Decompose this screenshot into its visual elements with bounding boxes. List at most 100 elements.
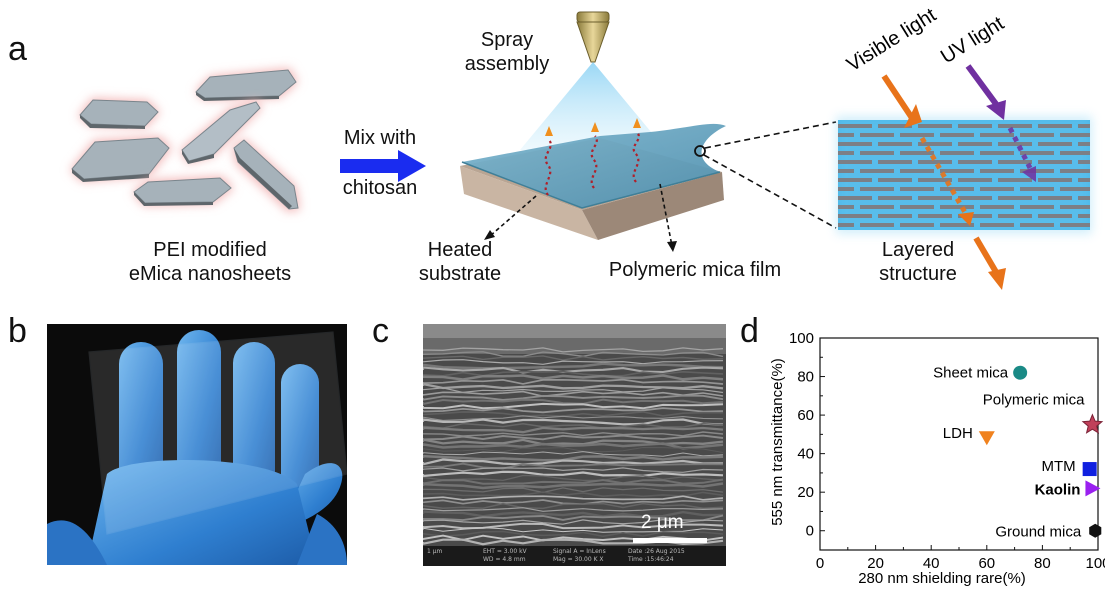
film-label: Polymeric mica film	[608, 259, 782, 281]
mica-layer	[958, 124, 992, 128]
mica-layer	[1020, 151, 1054, 155]
mix-label: Mix with chitosan	[342, 127, 418, 199]
mica-layer	[1060, 169, 1090, 173]
mica-layer	[980, 205, 1014, 209]
mica-layer	[918, 124, 952, 128]
sem-lamella	[423, 502, 724, 510]
sem-lamella	[423, 446, 724, 453]
sem-lamella	[423, 359, 724, 365]
x-tick-label: 100	[1085, 555, 1105, 572]
mica-layer	[980, 151, 1014, 155]
mica-layer	[1038, 178, 1072, 182]
sem-lamella	[423, 454, 724, 462]
nanosheets-label: PEI modified eMica nanosheets	[128, 239, 292, 285]
mica-layer	[1020, 187, 1054, 191]
mica-layer	[958, 178, 992, 182]
point-label: Kaolin	[1035, 481, 1081, 498]
sem-lamella	[423, 378, 724, 385]
y-tick-label: 0	[806, 523, 814, 540]
mica-layer	[940, 133, 974, 137]
mica-layer	[838, 178, 872, 182]
sem-info-signal: Signal A = InLens	[553, 548, 606, 555]
panel-label-c: c	[372, 312, 389, 350]
y-tick-label: 100	[789, 330, 814, 347]
mica-layer	[838, 223, 854, 227]
sem-lamella	[423, 438, 724, 446]
mica-layer	[1020, 133, 1054, 137]
mica-layer	[918, 214, 952, 218]
sem-lamella	[423, 426, 724, 434]
sem-info-date: Date :26 Aug 2015	[628, 548, 685, 555]
point-label: Sheet mica	[933, 365, 1009, 382]
sem-lamella	[423, 507, 724, 512]
glove-photo	[47, 324, 347, 565]
sem-lamella	[423, 434, 724, 441]
mica-layer	[860, 133, 894, 137]
spray-label: Spray assembly	[464, 29, 550, 75]
mica-layer	[1078, 160, 1090, 164]
sem-lamella	[423, 362, 724, 370]
sem-lamella	[423, 347, 724, 353]
sem-lamella	[423, 387, 724, 394]
mica-layer	[1038, 214, 1072, 218]
mica-layer	[980, 133, 1014, 137]
mica-layer	[838, 205, 854, 209]
sem-lamella	[423, 451, 724, 457]
mica-layer	[918, 142, 952, 146]
x-tick-label: 40	[923, 555, 940, 572]
nanosheets-group	[70, 68, 300, 212]
sem-lamella	[423, 398, 724, 406]
sem-info-wd: WD = 4.8 mm	[483, 556, 526, 563]
mica-layer	[1060, 187, 1090, 191]
sem-texture	[423, 324, 726, 566]
sem-lamella	[423, 499, 724, 505]
mica-layer	[1060, 223, 1090, 227]
visible-light-label: Visible light	[843, 4, 941, 76]
point-label: Ground mica	[995, 524, 1082, 541]
sem-lamella	[423, 370, 724, 377]
x-tick-label: 20	[867, 555, 884, 572]
mica-layer	[940, 205, 974, 209]
mica-layer	[1038, 142, 1072, 146]
sem-info-time: Time :15:46:24	[628, 556, 674, 563]
mica-layer	[1060, 133, 1090, 137]
sem-info-mag: Mag = 30.00 K X	[553, 556, 604, 563]
scatter-chart: 020406080100020406080100 Sheet micaPolym…	[769, 330, 1105, 587]
sem-lamella	[423, 530, 724, 538]
sem-lamella	[423, 470, 724, 478]
scale-bar	[633, 538, 707, 543]
mica-layer	[900, 151, 934, 155]
mica-layer	[878, 196, 912, 200]
mica-layer	[1078, 214, 1090, 218]
sem-lamella	[423, 442, 724, 450]
scale-bar-label: 2 μm	[641, 512, 684, 533]
mix-arrow	[340, 150, 426, 182]
y-tick-label: 40	[797, 446, 814, 463]
mica-layer	[998, 160, 1032, 164]
sem-lamella	[423, 394, 724, 401]
mica-layer	[900, 187, 934, 191]
mica-layer	[900, 223, 934, 227]
marker-sheet-mica	[1013, 365, 1028, 380]
mica-layer	[940, 169, 974, 173]
marker-ldh	[978, 431, 995, 446]
mica-layer	[998, 124, 1032, 128]
mica-layer	[860, 223, 894, 227]
mica-layer	[1020, 205, 1054, 209]
x-tick-label: 0	[816, 555, 824, 572]
sem-lamella	[423, 514, 724, 522]
layered-structure-label: Layered structure	[879, 239, 957, 285]
glove-illustration	[47, 330, 347, 565]
y-tick-label: 20	[797, 484, 814, 501]
mica-layer	[998, 142, 1032, 146]
sem-lamella	[423, 478, 724, 485]
mica-layer	[1020, 169, 1054, 173]
mica-layer	[878, 214, 912, 218]
mica-layer	[940, 223, 974, 227]
sem-lamella	[423, 407, 724, 414]
mica-layer	[900, 205, 934, 209]
mica-layer	[860, 151, 894, 155]
x-tick-label: 80	[1034, 555, 1051, 572]
x-axis-label: 280 nm shielding rare(%)	[858, 570, 1026, 587]
panel-label-d: d	[740, 312, 759, 350]
